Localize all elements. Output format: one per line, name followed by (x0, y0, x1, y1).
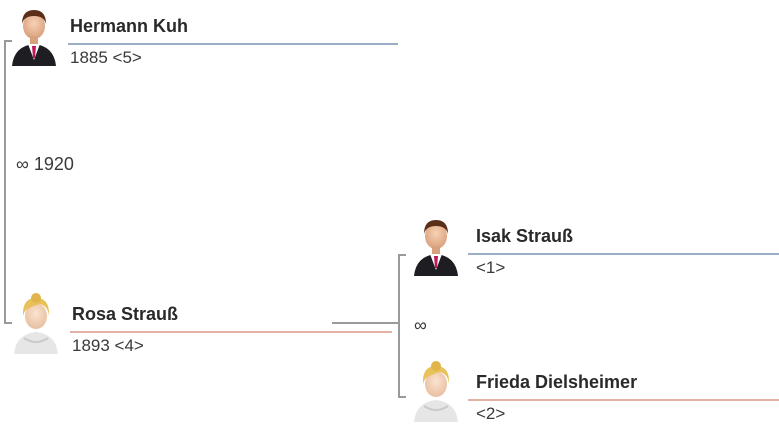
person-card-isak-strauss[interactable]: Isak Strauß <1> (406, 214, 779, 278)
male-person-icon (410, 214, 462, 278)
marriage-label: ∞ (414, 315, 427, 335)
female-person-icon (410, 360, 462, 424)
parent-connector-horizontal (332, 322, 398, 324)
couple-connector-vertical (4, 40, 6, 324)
person-info: 1893 <4> (72, 336, 144, 355)
person-name: Frieda Dielsheimer (476, 372, 638, 392)
person-name: Isak Strauß (476, 226, 574, 246)
female-person-icon (10, 292, 62, 356)
person-name: Rosa Strauß (72, 304, 179, 324)
person-name: Hermann Kuh (70, 16, 189, 36)
parents-connector-top-tick (398, 254, 406, 256)
person-info: <1> (476, 258, 506, 277)
male-underline (68, 43, 398, 45)
couple-connector-bottom-tick (4, 322, 12, 324)
female-underline (70, 331, 392, 333)
parents-connector-vertical (398, 254, 400, 398)
couple-connector-top-tick (4, 40, 12, 42)
person-card-hermann-kuh[interactable]: Hermann Kuh 1885 <5> (8, 4, 398, 68)
male-person-icon (8, 4, 60, 68)
person-info: <2> (476, 404, 506, 423)
male-underline (468, 253, 779, 255)
person-card-frieda-dielsheimer[interactable]: Frieda Dielsheimer <2> (406, 360, 779, 424)
person-card-rosa-strauss[interactable]: Rosa Strauß 1893 <4> (10, 292, 400, 356)
marriage-label: ∞ 1920 (16, 154, 74, 174)
female-underline (468, 399, 779, 401)
parents-connector-bottom-tick (398, 396, 406, 398)
person-info: 1885 <5> (70, 48, 142, 67)
